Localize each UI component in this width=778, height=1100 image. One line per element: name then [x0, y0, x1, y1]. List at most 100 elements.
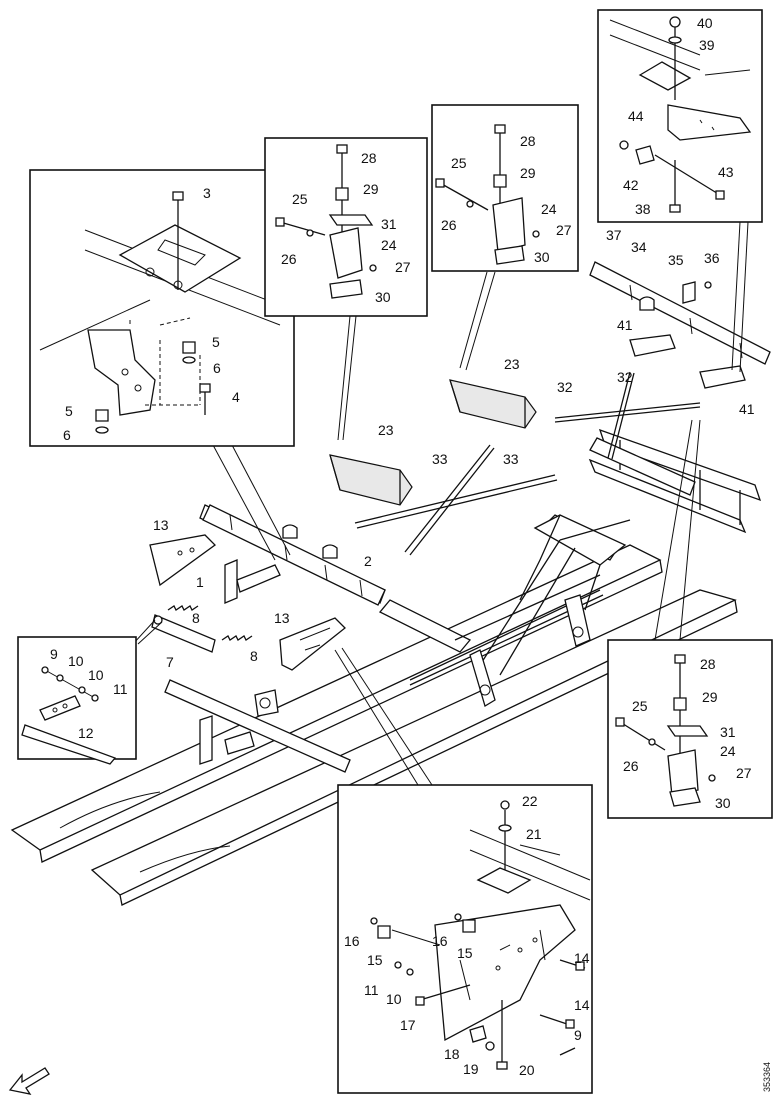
- label-part-2: 2: [364, 553, 372, 569]
- label-part-28: 28: [361, 150, 377, 166]
- label-part-39: 39: [699, 37, 715, 53]
- label-part-31: 31: [720, 724, 736, 740]
- label-part-9: 9: [50, 646, 58, 662]
- label-part-20: 20: [519, 1062, 535, 1078]
- bracket-1: [224, 559, 281, 604]
- label-part-4: 4: [232, 389, 240, 405]
- label-part-43: 43: [718, 164, 734, 180]
- label-part-23: 23: [504, 356, 520, 372]
- label-part-7: 7: [166, 654, 174, 670]
- callout-box-5: [607, 639, 773, 819]
- label-part-30: 30: [715, 795, 731, 811]
- label-part-36: 36: [704, 250, 720, 266]
- callout-box-4: [597, 9, 763, 223]
- label-part-25: 25: [451, 155, 467, 171]
- label-part-34: 34: [631, 239, 647, 255]
- label-part-25: 25: [292, 191, 308, 207]
- label-part-30: 30: [534, 249, 550, 265]
- label-part-24: 24: [381, 237, 397, 253]
- label-part-26: 26: [623, 758, 639, 774]
- direction-arrow-icon: [8, 1067, 50, 1095]
- label-part-1: 1: [196, 574, 204, 590]
- labels-callout-4: 40 39 44 42 43 38: [623, 15, 734, 217]
- label-part-13: 13: [274, 610, 290, 626]
- label-part-33: 33: [503, 451, 519, 467]
- label-part-13: 13: [153, 517, 169, 533]
- bracket-41-a: [629, 334, 676, 357]
- label-part-15: 15: [367, 952, 383, 968]
- label-part-26: 26: [281, 251, 297, 267]
- labels-callout-5: 28 29 25 31 24 26 27 30: [623, 656, 752, 811]
- bracket-13-upper: [149, 534, 216, 587]
- label-part-10: 10: [386, 991, 402, 1007]
- label-part-21: 21: [526, 826, 542, 842]
- rods-32: [554, 371, 701, 460]
- labels-main: 37 34 35 36 41 41 32 32 23 23 33 33 13 2…: [153, 227, 755, 670]
- label-part-40: 40: [697, 15, 713, 31]
- label-part-11: 11: [113, 681, 128, 697]
- cross-member-34: [589, 261, 771, 365]
- label-part-17: 17: [400, 1017, 416, 1033]
- label-part-28: 28: [520, 133, 536, 149]
- label-part-42: 42: [623, 177, 639, 193]
- label-part-37: 37: [606, 227, 622, 243]
- label-part-8: 8: [192, 610, 200, 626]
- label-part-41: 41: [739, 401, 755, 417]
- labels-callout-2: 28 29 25 31 24 26 27 30: [281, 150, 411, 305]
- label-part-27: 27: [736, 765, 752, 781]
- label-part-26: 26: [441, 217, 457, 233]
- label-part-11: 11: [364, 982, 379, 998]
- label-part-5: 5: [212, 334, 220, 350]
- labels-callout-1: 3 5 6 5 6 4: [63, 185, 240, 443]
- label-part-8: 8: [250, 648, 258, 664]
- callout-box-6: [17, 636, 137, 765]
- bar-7: [151, 614, 216, 653]
- label-part-15: 15: [457, 945, 473, 961]
- label-part-12: 12: [78, 725, 94, 741]
- label-part-27: 27: [556, 222, 572, 238]
- label-part-35: 35: [668, 252, 684, 268]
- label-part-29: 29: [363, 181, 379, 197]
- reference-number: 353364: [762, 1062, 772, 1092]
- label-part-30: 30: [375, 289, 391, 305]
- label-part-44: 44: [628, 108, 644, 124]
- label-part-14: 14: [574, 997, 590, 1013]
- label-part-16: 16: [432, 933, 448, 949]
- block-23-b: [449, 379, 537, 429]
- label-part-6: 6: [213, 360, 221, 376]
- label-part-29: 29: [520, 165, 536, 181]
- bracket-41-b: [699, 365, 746, 389]
- label-part-24: 24: [541, 201, 557, 217]
- label-part-33: 33: [432, 451, 448, 467]
- label-part-38: 38: [635, 201, 651, 217]
- callout-box-3: [431, 104, 579, 272]
- label-part-27: 27: [395, 259, 411, 275]
- label-part-32: 32: [557, 379, 573, 395]
- label-part-10: 10: [88, 667, 104, 683]
- label-part-23: 23: [378, 422, 394, 438]
- label-part-3: 3: [203, 185, 211, 201]
- callout-box-2: [264, 137, 428, 317]
- block-23-a: [329, 454, 413, 506]
- label-part-16: 16: [344, 933, 360, 949]
- label-part-25: 25: [632, 698, 648, 714]
- label-part-18: 18: [444, 1046, 460, 1062]
- leader-lines: [132, 221, 749, 786]
- bracket-13-lower: [279, 617, 346, 671]
- labels-callout-7: 22 21 16 16 15 15 14 11 10 14 17 9 18 19…: [344, 793, 590, 1078]
- cross-member-2: [202, 504, 386, 606]
- label-part-19: 19: [463, 1061, 479, 1077]
- labels-callout-6: 9 10 10 11 12: [50, 646, 128, 741]
- label-part-24: 24: [720, 743, 736, 759]
- rods-33: [354, 444, 558, 556]
- label-part-5: 5: [65, 403, 73, 419]
- label-part-28: 28: [700, 656, 716, 672]
- callout-box-7: [337, 784, 593, 1094]
- label-part-22: 22: [522, 793, 538, 809]
- label-part-9: 9: [574, 1027, 582, 1043]
- label-part-32: 32: [617, 369, 633, 385]
- springs-8: [167, 605, 253, 641]
- label-part-41: 41: [617, 317, 633, 333]
- label-part-10: 10: [68, 653, 84, 669]
